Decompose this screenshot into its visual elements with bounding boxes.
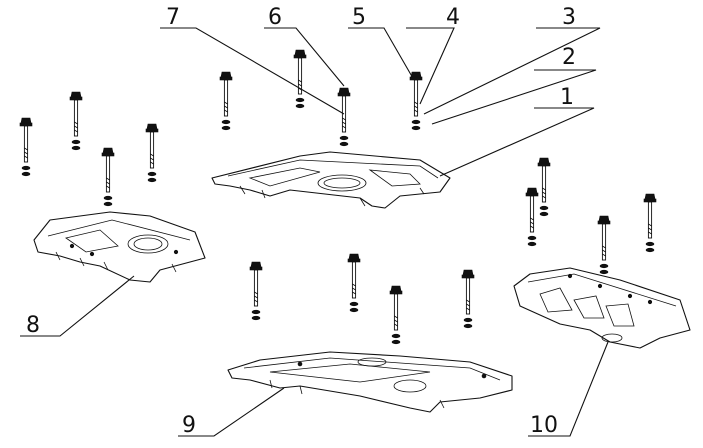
bolt-set-left (19, 91, 159, 207)
bolt-set-bottom (249, 253, 475, 345)
callout-labels: 1 2 3 4 5 6 7 8 9 10 (26, 5, 576, 438)
bolt-set-top (219, 49, 423, 147)
plate-part-10 (513, 267, 691, 349)
callout-9: 9 (182, 413, 196, 438)
callout-2: 2 (562, 45, 576, 70)
leader-lines (20, 27, 609, 437)
plate-part-1 (211, 151, 451, 209)
callout-4: 4 (446, 5, 460, 30)
plate-part-8 (33, 211, 206, 283)
plate-part-9 (227, 351, 513, 413)
callout-1: 1 (560, 85, 574, 110)
bolt-set-right (525, 157, 657, 275)
callout-5: 5 (352, 5, 366, 30)
callout-8: 8 (26, 313, 40, 338)
callout-3: 3 (562, 5, 576, 30)
callout-7: 7 (166, 5, 180, 30)
callout-10: 10 (530, 413, 558, 438)
callout-6: 6 (268, 5, 282, 30)
